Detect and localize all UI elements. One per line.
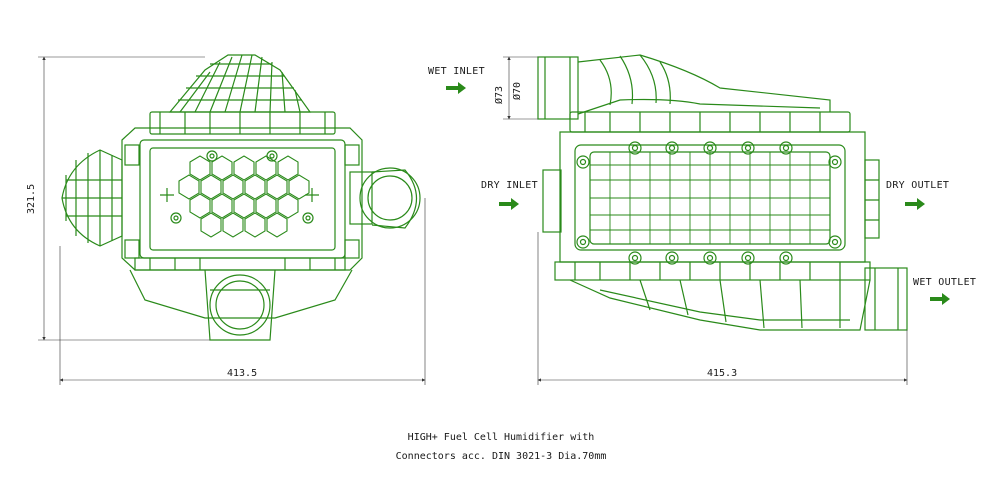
- dry-outlet-block: [864, 159, 880, 239]
- left-dimensions: [38, 56, 426, 385]
- arrow-wet-inlet: [446, 82, 466, 94]
- label-dry-inlet: DRY INLET: [481, 180, 538, 191]
- left-hex-grid: [178, 155, 310, 238]
- wet-outlet-pipe: [864, 267, 908, 331]
- left-right-port: [359, 167, 421, 229]
- wet-inlet-pipe: [537, 56, 579, 120]
- dim-left-width: 413.5: [227, 368, 258, 379]
- dim-dia-outer: Ø73: [494, 85, 505, 104]
- arrow-dry-outlet: [905, 198, 925, 210]
- left-view-humidifier: [61, 54, 421, 341]
- flow-arrows: [446, 82, 950, 305]
- dim-left-height: 321.5: [26, 183, 37, 214]
- arrow-wet-outlet: [930, 293, 950, 305]
- caption-line-1: HIGH+ Fuel Cell Humidifier with: [407, 432, 595, 443]
- caption-line-2: Connectors acc. DIN 3021-3 Dia.70mm: [395, 451, 607, 462]
- dim-right-width: 415.3: [707, 368, 738, 379]
- label-wet-outlet: WET OUTLET: [913, 277, 977, 288]
- left-main-body: [121, 127, 363, 271]
- label-wet-inlet: WET INLET: [428, 66, 485, 77]
- dim-dia-inner: Ø70: [512, 81, 523, 100]
- right-view-humidifier: [537, 54, 908, 331]
- label-dry-outlet: DRY OUTLET: [886, 180, 950, 191]
- right-grid: [590, 152, 830, 244]
- dry-inlet-block: [542, 169, 562, 233]
- arrow-dry-inlet: [499, 198, 519, 210]
- left-bottom-port: [209, 274, 271, 336]
- right-dimensions: [503, 56, 908, 385]
